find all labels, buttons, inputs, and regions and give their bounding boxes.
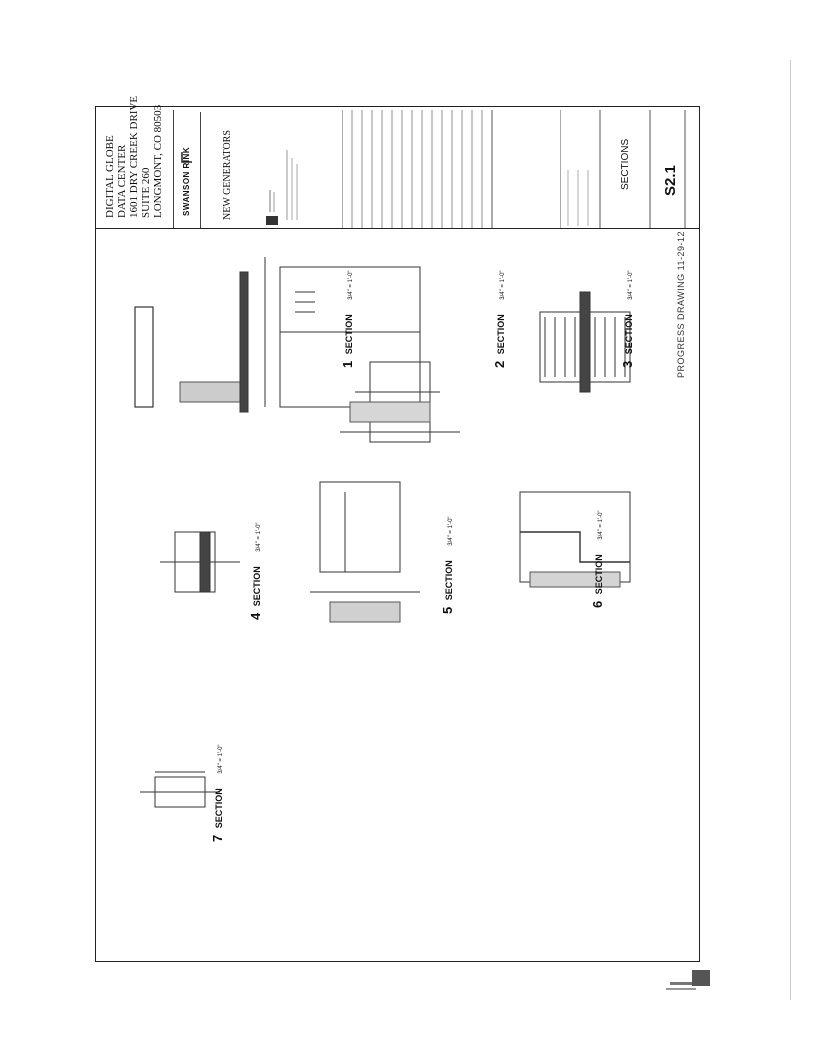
section-6-number: 6: [590, 600, 605, 608]
tb-rule: [173, 110, 174, 228]
revision-table: [342, 110, 493, 228]
section-4-scale: 3/4" = 1'-0": [256, 522, 262, 552]
section-3-title: SECTION: [624, 314, 634, 355]
section-1-drawing: [134, 257, 421, 413]
section-1-label: 1 SECTION 3/4" = 1'-0": [340, 270, 355, 368]
project-line-4: SUITE 260: [140, 167, 152, 218]
section-7-drawing: [140, 771, 220, 808]
section-7-number: 7: [210, 834, 225, 842]
title-block-fields: [560, 110, 686, 228]
drawing-sheet-border: [95, 106, 700, 962]
drawing-area: [134, 257, 631, 808]
section-1-number: 1: [340, 360, 355, 368]
project-line-3: 1601 DRY CREEK DRIVE: [128, 95, 140, 218]
section-2-drawing: [340, 361, 460, 443]
title-block-divider: [95, 228, 700, 229]
section-6-drawing: [519, 491, 631, 588]
section-4-number: 4: [248, 612, 263, 620]
section-7-title: SECTION: [214, 788, 224, 829]
section-2-number: 2: [492, 360, 507, 368]
tb-rule: [200, 112, 201, 228]
section-5-title: SECTION: [444, 560, 454, 601]
section-6-label: 6 SECTION 3/4" = 1'-0": [590, 510, 605, 608]
scanner-stamp: [666, 970, 710, 990]
section-5-drawing: [310, 481, 420, 623]
section-2-title: SECTION: [496, 314, 506, 355]
section-6-scale: 3/4" = 1'-0": [598, 510, 604, 540]
consultant-address: [286, 150, 298, 220]
project-line-1: DIGITAL GLOBE: [104, 135, 116, 218]
consultant-logo: [266, 190, 278, 225]
section-3-number: 3: [620, 360, 635, 368]
section-4-drawing: [160, 531, 240, 593]
sheet-title: SECTIONS: [620, 138, 631, 190]
scan-edge-line: [790, 60, 791, 1000]
sheet-number: S2.1: [662, 165, 679, 196]
section-3-scale: 3/4" = 1'-0": [628, 270, 634, 300]
section-5-number: 5: [440, 606, 455, 614]
section-6-title: SECTION: [594, 554, 604, 595]
section-1-title: SECTION: [344, 314, 354, 355]
project-line-2: DATA CENTER: [116, 144, 128, 218]
section-7-label: 7 SECTION 3/4" = 1'-0": [210, 744, 225, 842]
firm-logo-mark: [181, 152, 192, 163]
project-line-5: LONGMONT, CO 80503: [152, 104, 164, 218]
section-2-scale: 3/4" = 1'-0": [500, 270, 506, 300]
section-4-label: 4 SECTION 3/4" = 1'-0": [248, 522, 263, 620]
section-3-label: 3 SECTION 3/4" = 1'-0": [620, 270, 635, 368]
section-7-scale: 3/4" = 1'-0": [218, 744, 224, 774]
job-title: NEW GENERATORS: [222, 130, 233, 220]
section-2-label: 2 SECTION 3/4" = 1'-0": [492, 270, 507, 368]
section-3-drawing: [539, 291, 631, 393]
section-1-scale: 3/4" = 1'-0": [348, 270, 354, 300]
section-5-label: 5 SECTION 3/4" = 1'-0": [440, 516, 455, 614]
section-5-scale: 3/4" = 1'-0": [448, 516, 454, 546]
section-4-title: SECTION: [252, 566, 262, 607]
